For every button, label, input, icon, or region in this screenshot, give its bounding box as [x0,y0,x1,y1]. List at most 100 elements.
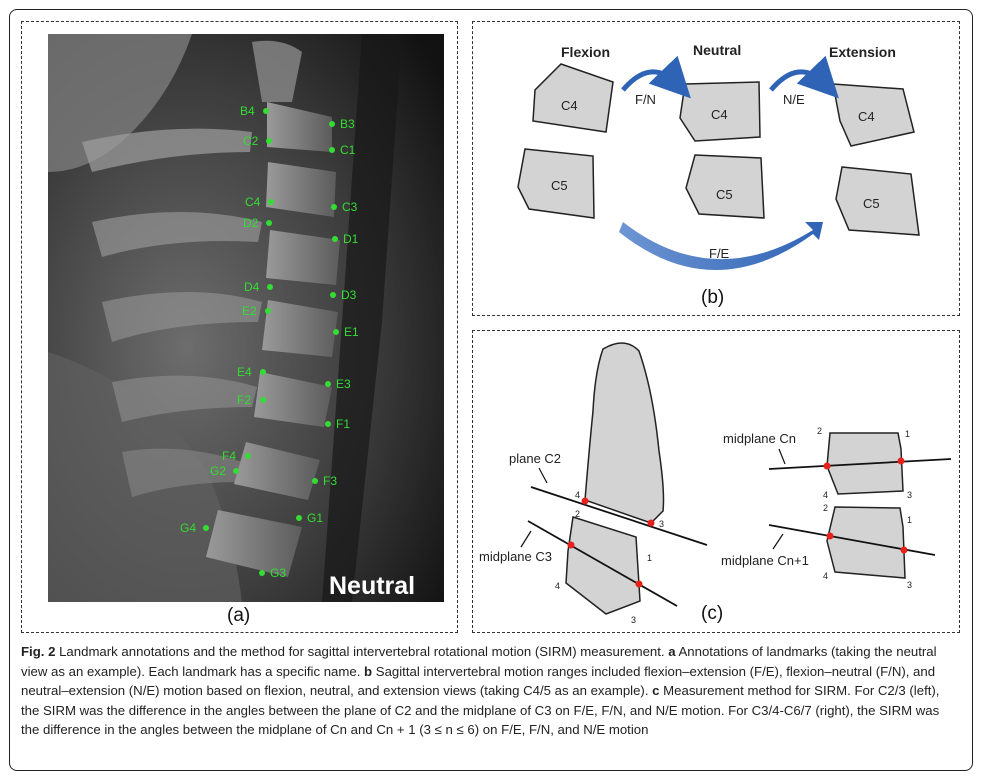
landmark-dot-e1 [333,329,339,335]
neutral-c5-label: C5 [716,187,733,202]
view-label: Neutral [329,572,415,600]
landmark-label-f1: F1 [336,417,350,431]
cn-corner-2: 2 [817,426,822,436]
neutral-c4-shape [679,81,761,142]
landmark-label-g4: G4 [180,521,196,535]
heading-flexion: Flexion [561,44,610,60]
landmark-label-f4: F4 [222,449,236,463]
caption-fig-label: Fig. 2 [21,644,56,659]
cn-corner-3: 3 [907,490,912,500]
cn1-corner-1: 1 [907,515,912,525]
fe-arrow-label: F/E [709,246,730,261]
panel-b-label: (b) [701,287,725,308]
plane-c2-line [530,486,708,546]
landmark-dot-e2 [265,308,271,314]
landmark-dot-g2 [233,468,239,474]
xray-image [48,34,444,602]
landmark-dot-c3 [331,204,337,210]
landmark-dot-f3 [312,478,318,484]
flexion-c5-shape [517,148,595,219]
caption-b-label: b [364,663,373,679]
landmark-dot-c2 [266,138,272,144]
c2-corner-3: 3 [659,519,664,529]
landmark-dot-b4 [263,108,269,114]
fn-arrow [621,55,691,99]
cn1-mid-right-point [900,546,908,554]
c3-corner-4: 4 [555,581,560,591]
landmark-dot-g3 [259,570,265,576]
landmark-label-e2: E2 [242,304,257,318]
caption-a-text: Annotations of landmarks (taking the neu… [21,644,937,679]
landmark-label-d4: D4 [244,280,260,294]
c3-corner-1: 1 [647,553,652,563]
landmark-label-b4: B4 [240,104,255,118]
landmark-dot-d3 [330,292,336,298]
landmark-dot-b3 [329,121,335,127]
c2-shape [584,342,665,524]
landmark-dot-c4 [268,199,274,205]
c2-point-4 [581,497,589,505]
c3-mid-right-point [635,580,643,588]
panel-b: Flexion Neutral Extension C4 C5 C4 C5 C4… [472,21,960,316]
label-midplane-c3: midplane C3 [479,549,552,564]
label-midplane-cn: midplane Cn [723,431,796,446]
landmark-label-c4: C4 [245,195,261,209]
neutral-c5-shape [685,154,765,219]
landmark-label-c1: C1 [340,143,356,157]
landmark-dot-d4 [267,284,273,290]
fn-arrow-label: F/N [635,92,656,107]
ne-arrow [769,55,839,99]
landmark-dot-g4 [203,525,209,531]
c2-point-3 [647,519,655,527]
caption-a-label: a [668,644,676,659]
landmark-dot-f4 [245,453,251,459]
panel-a-label: (a) [227,605,251,626]
landmark-label-g1: G1 [307,511,323,525]
caption-intro: Landmark annotations and the method for … [55,644,669,659]
panel-c: plane C2 midplane C3 4 3 2 1 4 3 midplan… [472,330,960,633]
heading-neutral: Neutral [693,42,741,58]
flexion-c5-label: C5 [551,178,568,193]
midplane-cn-pointer [778,448,786,465]
extension-c4-shape [832,83,915,147]
midplane-c3-pointer [520,530,532,548]
landmark-label-g2: G2 [210,464,226,478]
fe-arrow [619,222,823,271]
heading-extension: Extension [829,44,896,60]
caption-c-text: Measurement method for SIRM. For C2/3 (l… [21,683,940,738]
landmark-label-f3: F3 [323,474,337,488]
landmark-label-b3: B3 [340,117,355,131]
flexion-c4-shape [532,63,614,133]
midplane-c3-line [527,520,678,607]
landmark-dot-e3 [325,381,331,387]
landmark-label-c3: C3 [342,200,358,214]
flexion-c4-label: C4 [561,98,578,113]
landmark-dot-f2 [260,397,266,403]
c3-corner-3: 3 [631,615,636,625]
extension-c5-label: C5 [863,196,880,211]
neutral-c4-label: C4 [711,107,728,122]
midplane-cn1-pointer [772,533,784,550]
c3-corner-2: 2 [575,509,580,519]
panel-c-label: (c) [701,603,724,624]
measurement-diagram: plane C2 midplane C3 4 3 2 1 4 3 midplan… [479,342,952,625]
midplane-cn-line [768,458,952,470]
cn1-corner-4: 4 [823,571,828,581]
plane-c2-pointer [538,467,548,484]
landmark-label-f2: F2 [237,393,251,407]
landmark-dot-f1 [325,421,331,427]
landmark-label-g3: G3 [270,566,286,580]
cn1-corner-3: 3 [907,580,912,590]
landmark-label-d2: D2 [243,216,259,230]
landmark-dot-d1 [332,236,338,242]
figure-frame [9,9,973,771]
c3-shape [565,516,641,615]
cn-corner-4: 4 [823,490,828,500]
motion-diagram: Flexion Neutral Extension C4 C5 C4 C5 C4… [517,42,920,271]
cn-corner-1: 1 [905,429,910,439]
extension-c4-label: C4 [858,109,875,124]
landmark-dot-d2 [266,220,272,226]
cn1-corner-2: 2 [823,503,828,513]
